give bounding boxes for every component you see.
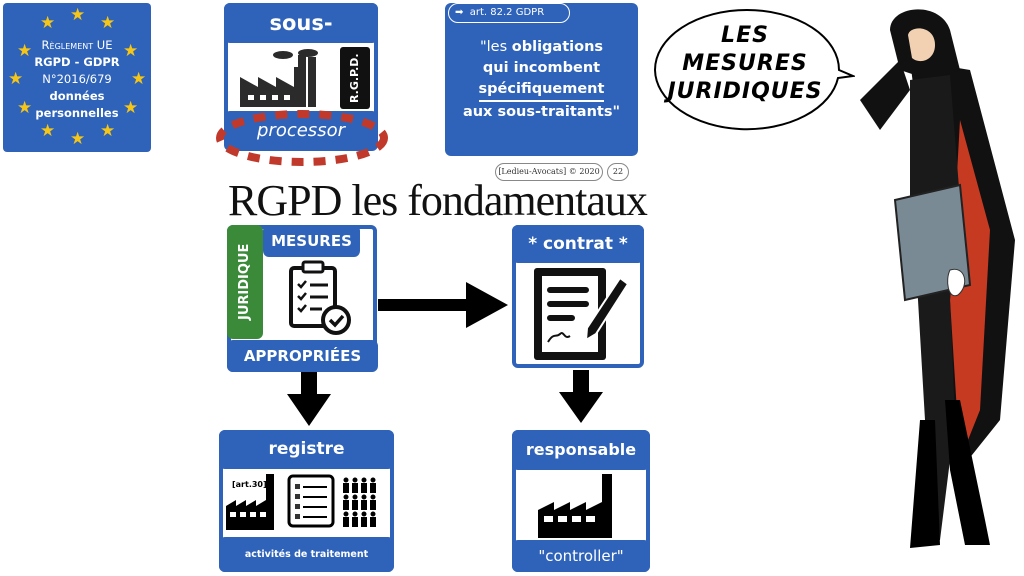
- speech-bubble: [653, 9, 855, 131]
- factory-icon: [538, 474, 612, 538]
- eu-line-2: RGPD - GDPR: [34, 55, 120, 69]
- quote-line-3: spécifiquement: [478, 79, 605, 102]
- star-icon: ★: [17, 98, 33, 118]
- speech-line-2: MESURES: [682, 51, 808, 76]
- juridique-label: JURIDIQUE: [227, 225, 263, 339]
- eu-regulation-badge: ★ ★ ★ ★ ★ ★ ★ ★ ★ ★ ★ ★ Règlement UE RGP…: [3, 3, 151, 152]
- article-reference-pill: ➡ art. 82.2 GDPR: [448, 3, 570, 23]
- factory-icon: [240, 49, 318, 107]
- arrow-right-icon: [378, 282, 508, 328]
- arrow-down-icon: [287, 372, 331, 426]
- speech-line-3: JURIDIQUES: [667, 79, 823, 104]
- article-reference: art. 82.2 GDPR: [469, 7, 545, 18]
- star-icon: ★: [40, 13, 56, 33]
- arrow-down-icon: [559, 370, 603, 423]
- star-icon: ★: [70, 129, 86, 149]
- star-icon: ★: [8, 69, 24, 89]
- quote-text-bold: obligations: [511, 39, 604, 55]
- star-icon: ★: [40, 121, 56, 141]
- copyright-credit: [Ledieu-Avocats] © 2020: [495, 163, 603, 181]
- article-30-reference: [art.30]: [232, 480, 267, 489]
- registre-label: registre: [219, 430, 394, 469]
- responsable-label: responsable: [512, 430, 650, 470]
- star-icon: ★: [100, 121, 116, 141]
- mesures-label: MESURES: [263, 225, 360, 257]
- eu-line-4: données: [49, 89, 105, 103]
- star-icon: ★: [123, 41, 139, 61]
- lawyer-character-illustration: [860, 9, 1015, 548]
- dotted-ellipse-highlight: [216, 110, 388, 166]
- quote-card: ➡ art. 82.2 GDPR "les obligations qui in…: [445, 3, 638, 156]
- star-icon: ★: [70, 5, 86, 25]
- eu-line-1: Règlement UE: [41, 38, 113, 52]
- factory-icon: [226, 474, 274, 530]
- controller-label: "controller": [512, 540, 650, 572]
- quote-text: "les: [479, 39, 512, 55]
- star-icon: ★: [123, 98, 139, 118]
- quote-line-2: qui incombent: [482, 60, 601, 76]
- rgpd-side-label: R.G.P.D.: [340, 47, 370, 109]
- people-group-icon: [343, 477, 376, 527]
- checklist-clipboard-icon: [289, 260, 351, 335]
- appropriees-label: APPROPRIÉES: [227, 340, 378, 372]
- page-number: 22: [607, 163, 629, 181]
- activites-label: activités de traitement: [219, 537, 394, 572]
- list-document-icon: [287, 474, 335, 528]
- eu-line-3: N°2016/679: [42, 72, 112, 86]
- quote-line-4: aux sous-traitants": [462, 104, 621, 120]
- star-icon: ★: [17, 41, 33, 61]
- star-icon: ★: [100, 13, 116, 33]
- eu-line-5: personnelles: [35, 106, 119, 120]
- contrat-label: * contrat *: [512, 225, 644, 263]
- speech-line-1: LES: [721, 23, 769, 48]
- star-icon: ★: [131, 69, 147, 89]
- page-title: RGPD les fondamentaux: [228, 176, 648, 225]
- card-title: sous-traitant: [224, 3, 378, 75]
- arrow-right-icon: ➡: [455, 7, 464, 18]
- contract-signature-icon: [534, 268, 630, 360]
